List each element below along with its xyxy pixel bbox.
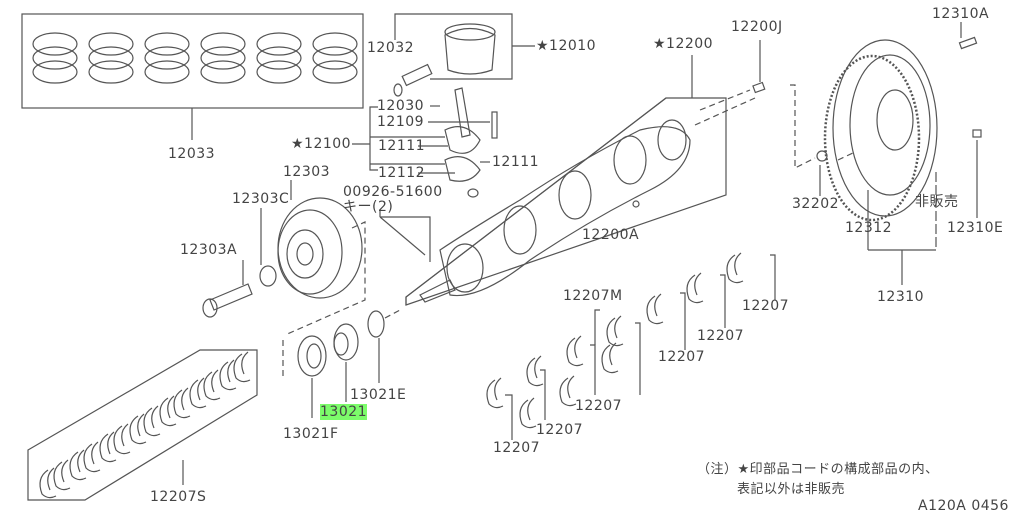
part-label-12033: 12033 bbox=[168, 146, 216, 162]
bearing-shell bbox=[189, 377, 207, 409]
bearing-shell bbox=[129, 413, 147, 445]
bearing-shell bbox=[173, 387, 191, 419]
crankshaft-box bbox=[405, 40, 816, 306]
part-label-12111: 12111 bbox=[492, 154, 540, 170]
bearing-shell bbox=[726, 252, 744, 284]
part-label-12207S: 12207S bbox=[150, 489, 207, 505]
bearing-shell bbox=[646, 293, 664, 325]
bearing-shell bbox=[519, 397, 537, 429]
piston-ring bbox=[200, 46, 246, 70]
bearing-shell bbox=[486, 377, 504, 409]
part-label-12312: 12312 bbox=[845, 220, 893, 236]
part-label-12207: 12207 bbox=[697, 328, 745, 344]
main-bearings bbox=[486, 252, 776, 440]
part-label-12010: ★12010 bbox=[536, 38, 597, 54]
piston-ring bbox=[200, 32, 246, 56]
part-label-12207: 12207 bbox=[493, 440, 541, 456]
bearing-shell bbox=[566, 335, 584, 367]
bearing-shell bbox=[601, 342, 619, 374]
diagram-id: A120A 0456 bbox=[918, 498, 1009, 512]
bearing-shell bbox=[113, 423, 131, 455]
part-label-13021E: 13021E bbox=[350, 387, 407, 403]
part-label-key: キー(2) bbox=[343, 199, 394, 215]
part-label-12310A: 12310A bbox=[932, 6, 990, 22]
piston-ring bbox=[312, 60, 358, 84]
piston-ring bbox=[256, 32, 302, 56]
note-line-2: 表記以外は非販売 bbox=[737, 482, 846, 497]
bearing-shell bbox=[686, 272, 704, 304]
part-label-12207: 12207 bbox=[742, 298, 790, 314]
part-label-12303A: 12303A bbox=[180, 242, 238, 258]
part-label-12112: 12112 bbox=[378, 165, 426, 181]
part-label-12310: 12310 bbox=[877, 289, 925, 305]
part-label-12111: 12111 bbox=[378, 138, 426, 154]
part-label-12100: ★12100 bbox=[291, 136, 352, 152]
note-line-1: （注）★印部品コードの構成部品の内、 bbox=[697, 462, 939, 477]
piston-ring bbox=[144, 60, 190, 84]
part-label-12200: ★12200 bbox=[653, 36, 714, 52]
piston-ring bbox=[144, 32, 190, 56]
piston-ring bbox=[200, 60, 246, 84]
piston-ring bbox=[256, 46, 302, 70]
part-label-12207: 12207 bbox=[536, 422, 584, 438]
part-label-12200J: 12200J bbox=[731, 19, 783, 35]
part-label-12032: 12032 bbox=[367, 40, 415, 56]
part-label-12207: 12207 bbox=[575, 398, 623, 414]
part-label-12109: 12109 bbox=[377, 114, 425, 130]
bearing-shell bbox=[99, 431, 117, 463]
piston-ring bbox=[88, 46, 134, 70]
flywheel bbox=[816, 22, 982, 285]
part-label-12303C: 12303C bbox=[232, 191, 290, 207]
bearing-shell bbox=[53, 459, 71, 491]
part-label-12030: 12030 bbox=[377, 98, 425, 114]
timing-gear-set bbox=[282, 309, 401, 418]
bearing-set-box bbox=[27, 349, 258, 501]
bearing-shell bbox=[203, 369, 221, 401]
bearing-shell bbox=[143, 405, 161, 437]
part-label-12207M: 12207M bbox=[563, 288, 623, 304]
bearing-shell bbox=[606, 315, 624, 347]
part-label-12207: 12207 bbox=[658, 349, 706, 365]
bearing-shell bbox=[159, 395, 177, 427]
bearing-shell bbox=[83, 441, 101, 473]
piston-ring bbox=[256, 60, 302, 84]
bearing-shell bbox=[69, 449, 87, 481]
piston-rings-box bbox=[21, 13, 364, 140]
piston-ring bbox=[32, 32, 78, 56]
piston-ring bbox=[312, 32, 358, 56]
bearing-shell bbox=[526, 355, 544, 387]
bearing-shell bbox=[219, 359, 237, 391]
part-label-32202: 32202 bbox=[792, 196, 840, 212]
piston-ring bbox=[32, 60, 78, 84]
part-label-00926-51600: 00926-51600 bbox=[343, 184, 443, 200]
bearing-shell bbox=[39, 467, 57, 499]
piston-ring bbox=[312, 46, 358, 70]
crank-pulley bbox=[202, 180, 431, 336]
bearing-shell bbox=[559, 375, 577, 407]
connecting-rod-bracket bbox=[352, 87, 498, 198]
not-for-sale-label: 非販売 bbox=[915, 194, 959, 210]
piston-box bbox=[393, 13, 535, 97]
part-label-12200A: 12200A bbox=[582, 227, 640, 243]
piston-ring bbox=[88, 32, 134, 56]
part-label-12303: 12303 bbox=[283, 164, 331, 180]
piston-ring bbox=[32, 46, 78, 70]
part-label-13021-highlighted[interactable]: 13021 bbox=[320, 404, 368, 420]
part-label-13021F: 13021F bbox=[283, 426, 339, 442]
piston-ring bbox=[144, 46, 190, 70]
bearing-shell bbox=[233, 351, 251, 383]
piston-ring bbox=[88, 60, 134, 84]
part-label-12310E: 12310E bbox=[947, 220, 1004, 236]
